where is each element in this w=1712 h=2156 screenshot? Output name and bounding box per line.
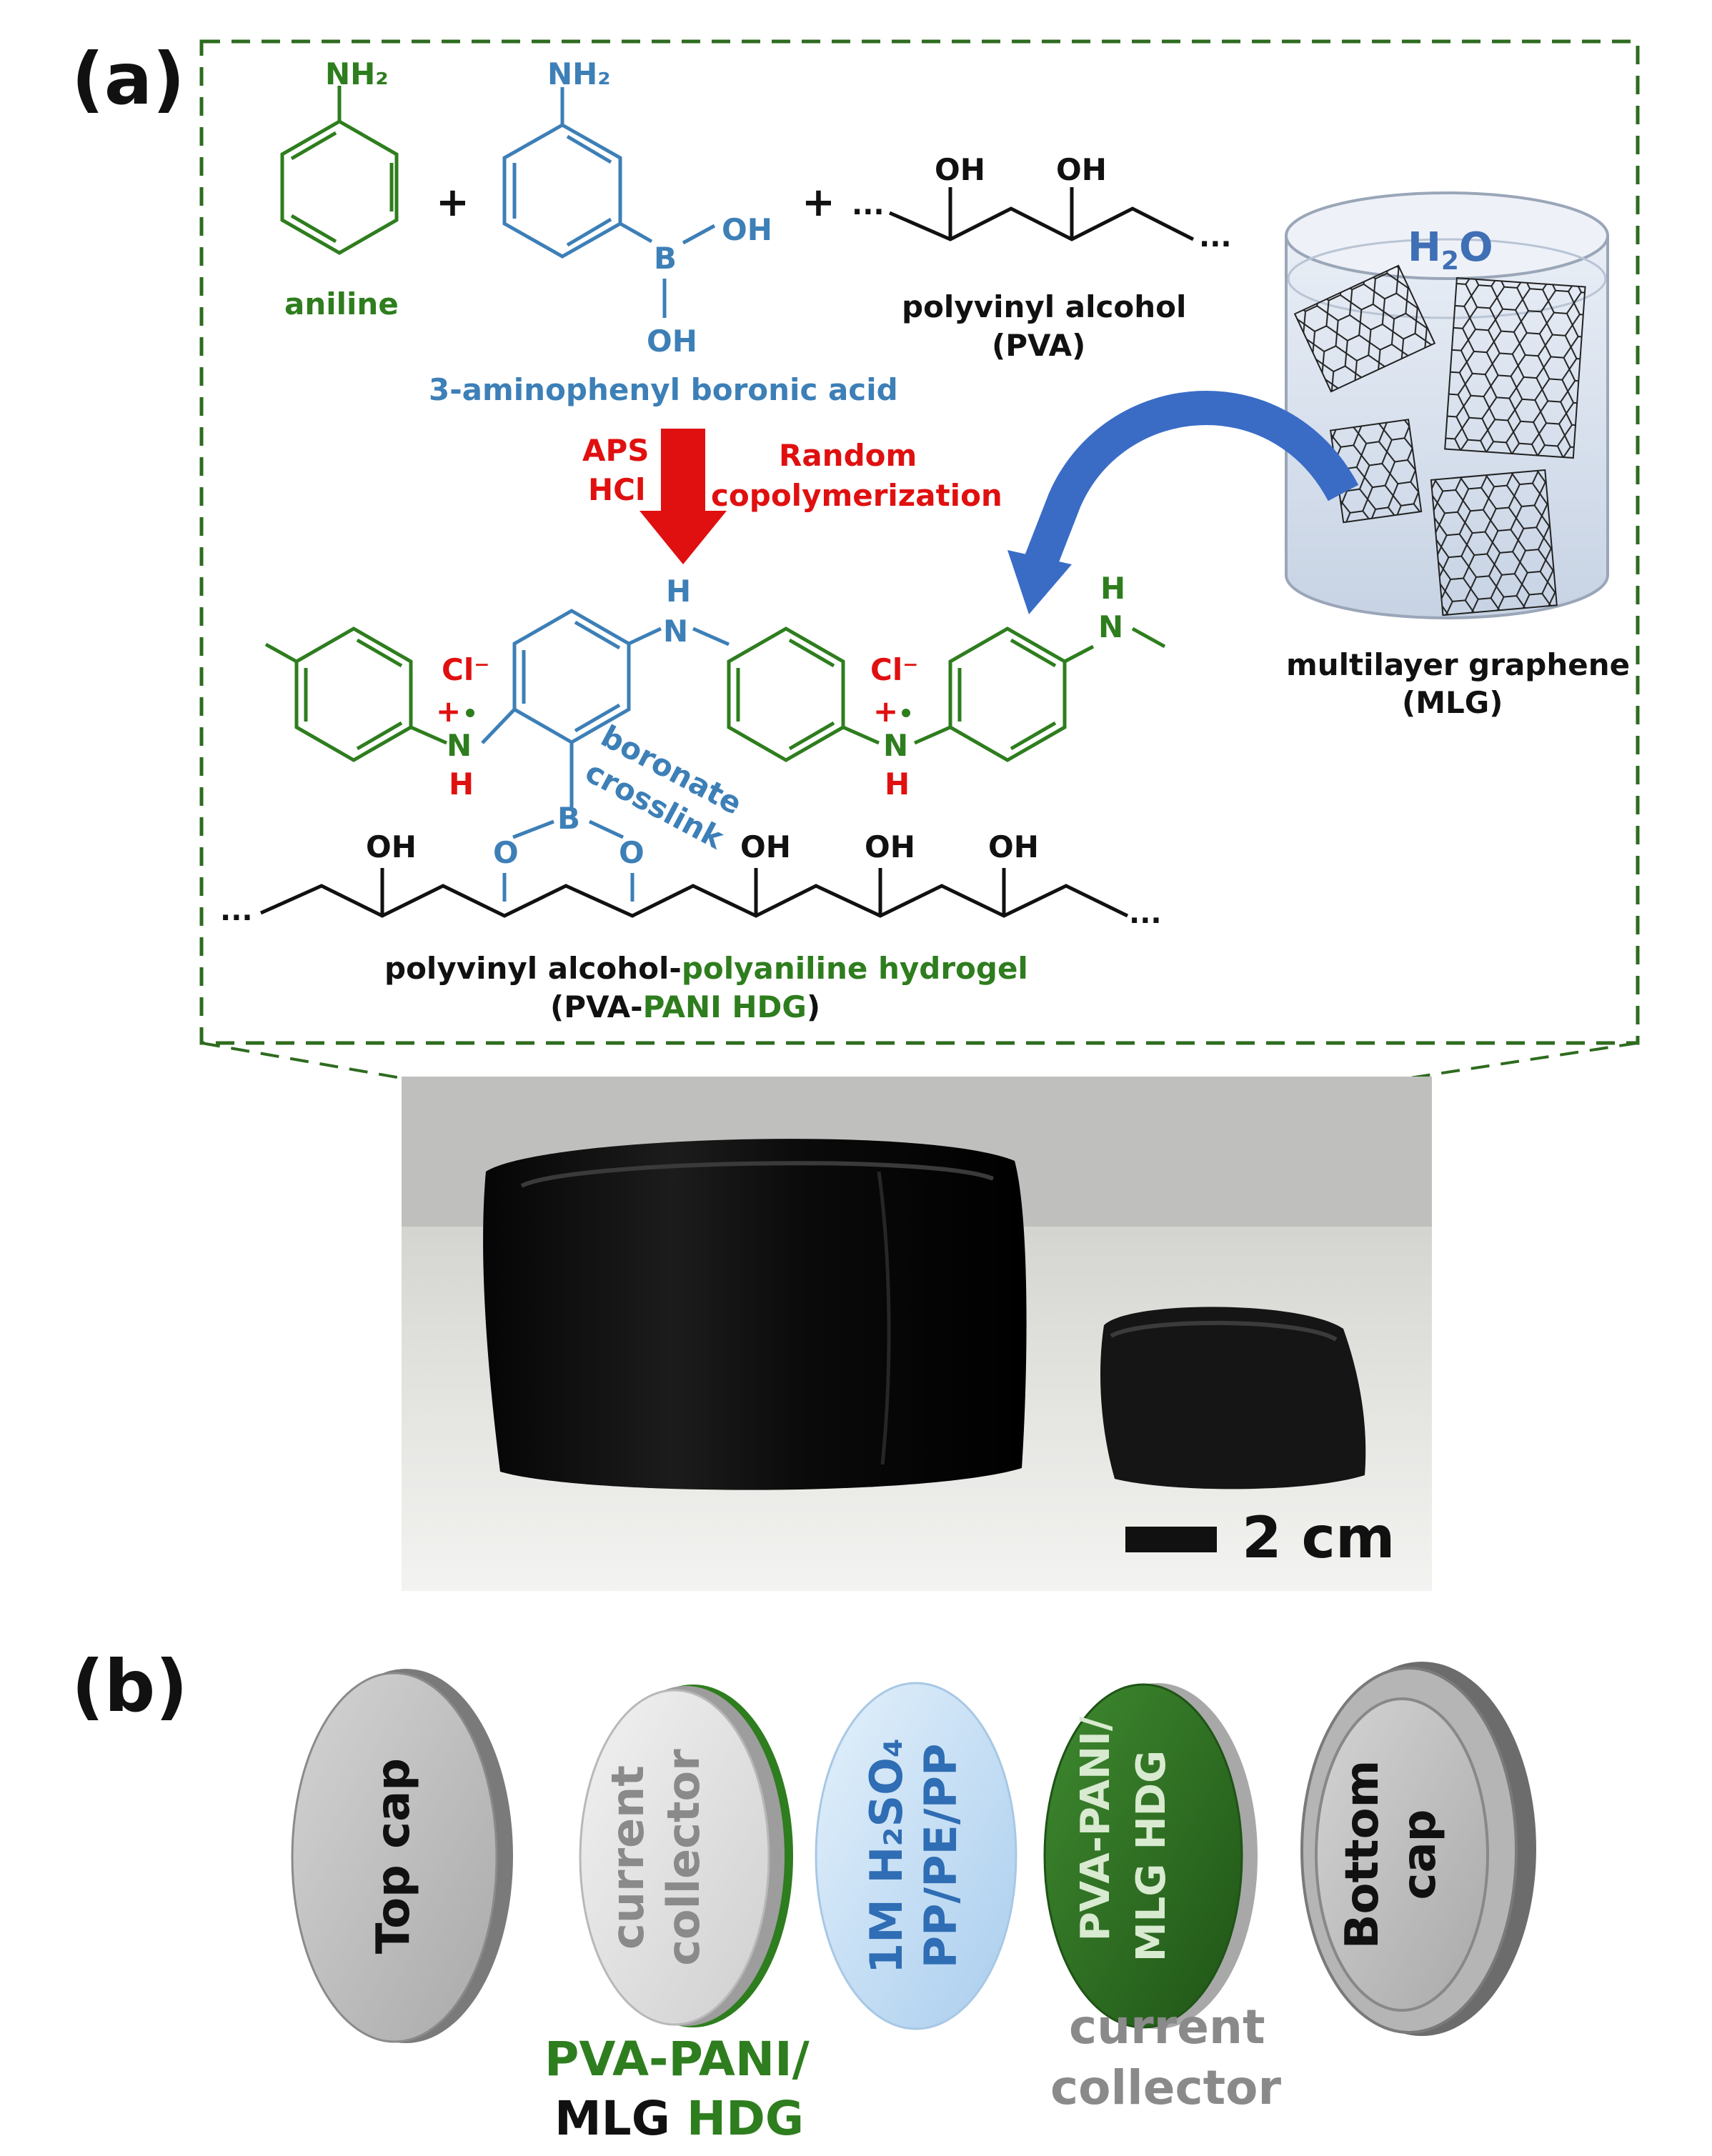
top-cap xyxy=(291,1669,513,2043)
scale-bar-label: 2 cm xyxy=(1242,1504,1395,1571)
apba-amine: NH₂ xyxy=(547,56,611,91)
plus-sign-2: + xyxy=(802,179,835,226)
chloride-1: Cl⁻ xyxy=(442,652,489,687)
product-oh-2: OH xyxy=(740,829,791,864)
plus-charge-1: + xyxy=(436,694,461,729)
separator-line1: 1M H₂SO₄ xyxy=(860,1738,912,1974)
condition-random: Random xyxy=(779,438,917,473)
caption-left-line1: PVA-PANI/ xyxy=(544,2032,810,2087)
bottom-cap-line1: Bottom xyxy=(1336,1760,1389,1950)
nitrogen-1: N xyxy=(447,728,472,763)
graphene-sheet-4 xyxy=(1430,469,1558,617)
graphene-sheet-2 xyxy=(1444,276,1586,459)
aniline-structure xyxy=(280,86,399,255)
product-name: polyvinyl alcohol-polyaniline hydrogel xyxy=(384,951,1028,986)
amine-hydrogen-right: H xyxy=(1100,571,1125,606)
caption-right-line1: current xyxy=(1069,2000,1265,2055)
product-dots-right: ... xyxy=(1129,897,1162,930)
mlg-beaker xyxy=(1285,191,1609,619)
pva-dots-left: ... xyxy=(852,189,885,221)
collector-1-line1: current xyxy=(602,1765,654,1950)
pva-structure xyxy=(889,187,1195,241)
product-structure xyxy=(259,609,1166,918)
product-oh-4: OH xyxy=(988,829,1039,864)
plus-sign-1: + xyxy=(436,179,469,226)
apba-boron: B xyxy=(654,241,677,276)
reaction-arrow xyxy=(639,429,727,564)
pva-oh-1: OH xyxy=(935,152,985,187)
graphene-sheet-1 xyxy=(1293,264,1436,393)
pva-abbr: (PVA) xyxy=(992,328,1085,363)
oxygen-right: O xyxy=(619,835,645,870)
bottom-cap-line2: cap xyxy=(1393,1810,1446,1900)
amine-nitrogen-top: N xyxy=(663,614,688,649)
condition-copolymerization: copolymerization xyxy=(711,478,1002,513)
hydrogen-1: H xyxy=(449,767,474,802)
chloride-2: Cl⁻ xyxy=(870,652,918,687)
electrode-line2: MLG HDG xyxy=(1128,1750,1175,1962)
oxygen-left: O xyxy=(493,835,519,870)
panel-b-label: (b) xyxy=(71,1645,188,1728)
separator-line2: PP/PE/PP xyxy=(915,1744,967,1969)
electrode-disk xyxy=(1043,1683,1258,2029)
product-oh-3: OH xyxy=(865,829,915,864)
product-abbr: (PVA-PANI HDG) xyxy=(550,989,820,1024)
product-oh-1: OH xyxy=(366,829,417,864)
boron-crosslink: B xyxy=(557,801,580,836)
mlg-name: multilayer graphene xyxy=(1286,647,1630,682)
pva-oh-2: OH xyxy=(1056,152,1107,187)
product-dots-left: ... xyxy=(220,894,253,927)
aniline-amine: NH₂ xyxy=(325,56,389,91)
bottom-cap xyxy=(1300,1662,1536,2036)
hydrogen-2: H xyxy=(885,767,910,802)
apba-name: 3-aminophenyl boronic acid xyxy=(429,372,898,407)
reagent-hcl: HCl xyxy=(588,472,645,507)
plus-charge-2: + xyxy=(873,694,898,729)
radical-dot-2 xyxy=(902,709,910,717)
mlg-addition-arrow xyxy=(1007,391,1359,614)
caption-right-line2: collector xyxy=(1050,2060,1281,2115)
electrode-line1: PVA-PANI/ xyxy=(1073,1716,1119,1941)
panel-a-label: (a) xyxy=(71,37,185,121)
hydrogel-photo: 2 cm xyxy=(402,1077,1432,1591)
collector-1-line2: collector xyxy=(657,1749,710,1966)
apba-oh-right: OH xyxy=(722,212,772,247)
apba-structure xyxy=(502,87,716,318)
amine-nitrogen-right: N xyxy=(1098,609,1123,644)
separator-disk xyxy=(815,1682,1017,2030)
large-hydrogel xyxy=(483,1139,1027,1490)
apba-oh-bottom: OH xyxy=(647,324,697,359)
small-hydrogel xyxy=(1100,1307,1366,1489)
zoom-frame xyxy=(199,39,1640,1045)
water-label: H2O xyxy=(1408,224,1493,276)
scale-bar xyxy=(1125,1527,1217,1552)
mlg-abbr: (MLG) xyxy=(1402,685,1503,720)
pva-name: polyvinyl alcohol xyxy=(902,289,1186,324)
current-collector-1 xyxy=(579,1685,793,2027)
amine-hydrogen-top: H xyxy=(666,574,691,609)
caption-left-line2: MLG HDG xyxy=(554,2091,804,2146)
aniline-name: aniline xyxy=(284,286,399,321)
radical-dot-1 xyxy=(466,709,474,717)
top-cap-label: Top cap xyxy=(367,1758,420,1954)
pva-dots-right: ... xyxy=(1199,221,1232,254)
nitrogen-2: N xyxy=(883,728,908,763)
reagent-aps: APS xyxy=(582,433,650,468)
